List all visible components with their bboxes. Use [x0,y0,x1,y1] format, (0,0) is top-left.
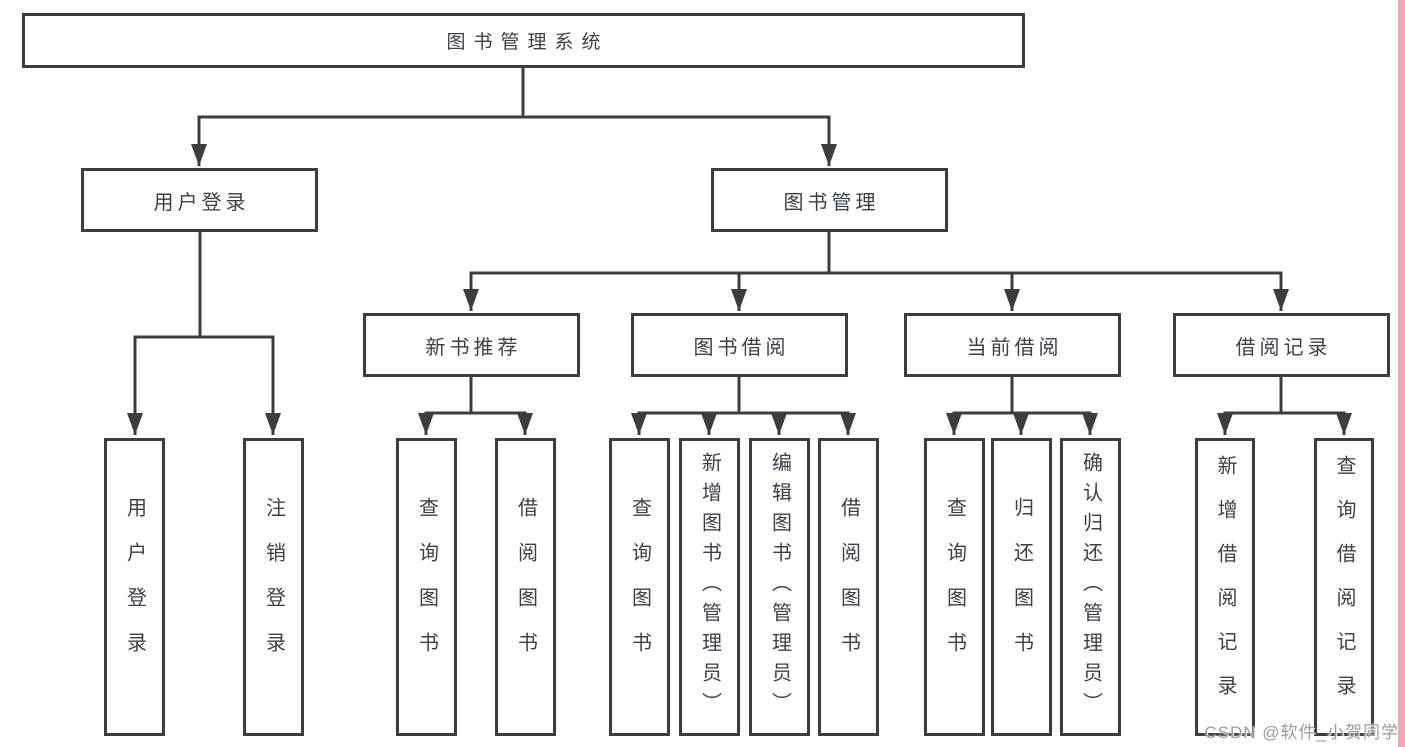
leaf-borrowing-borrow-books-label: 借阅图书 [837,497,860,677]
csdn-watermark: CSDN @软件_小贺同学 [1204,723,1399,742]
leaf-records-query-record-label: 查询借阅记录 [1333,455,1355,719]
leaf-borrowing-query-books-label: 查询图书 [628,497,651,677]
leaf-recommend-query-books: 查询图书 [396,438,457,736]
node-borrowing-records: 借阅记录 [1173,313,1390,377]
leaf-user-login-label: 用户登录 [123,497,146,677]
leaf-records-add-record: 新增借阅记录 [1195,438,1255,736]
leaf-borrowing-borrow-books: 借阅图书 [818,438,879,736]
leaf-user-login: 用户登录 [104,438,165,736]
node-root-library-system: 图书管理系统 [22,13,1025,68]
node-book-management: 图书管理 [711,168,948,232]
leaf-borrowing-add-books-admin: 新增图书（管理员） [679,438,740,736]
node-current-borrowing: 当前借阅 [904,313,1121,377]
leaf-records-add-record-label: 新增借阅记录 [1214,455,1236,719]
leaf-current-query-books-label: 查询图书 [943,497,966,677]
node-new-book-recommend: 新书推荐 [363,313,580,377]
leaf-logout: 注销登录 [243,438,304,736]
leaf-recommend-query-books-label: 查询图书 [415,497,438,677]
leaf-records-query-record: 查询借阅记录 [1314,438,1374,736]
leaf-current-return-books: 归还图书 [991,438,1052,736]
leaf-current-confirm-return-admin: 确认归还（管理员） [1060,438,1121,736]
leaf-borrowing-query-books: 查询图书 [609,438,670,736]
leaf-recommend-borrow-books: 借阅图书 [495,438,556,736]
leaf-current-query-books: 查询图书 [924,438,985,736]
node-user-login: 用户登录 [81,168,318,232]
leaf-borrowing-add-books-admin-label: 新增图书（管理员） [698,452,721,722]
right-edge-accent-strip [1398,0,1405,747]
node-book-borrowing: 图书借阅 [631,313,848,377]
leaf-current-return-books-label: 归还图书 [1010,497,1033,677]
leaf-recommend-borrow-books-label: 借阅图书 [514,497,537,677]
leaf-logout-label: 注销登录 [262,497,285,677]
leaf-current-confirm-return-admin-label: 确认归还（管理员） [1079,452,1102,722]
leaf-borrowing-edit-books-admin-label: 编辑图书（管理员） [768,452,791,722]
leaf-borrowing-edit-books-admin: 编辑图书（管理员） [749,438,810,736]
